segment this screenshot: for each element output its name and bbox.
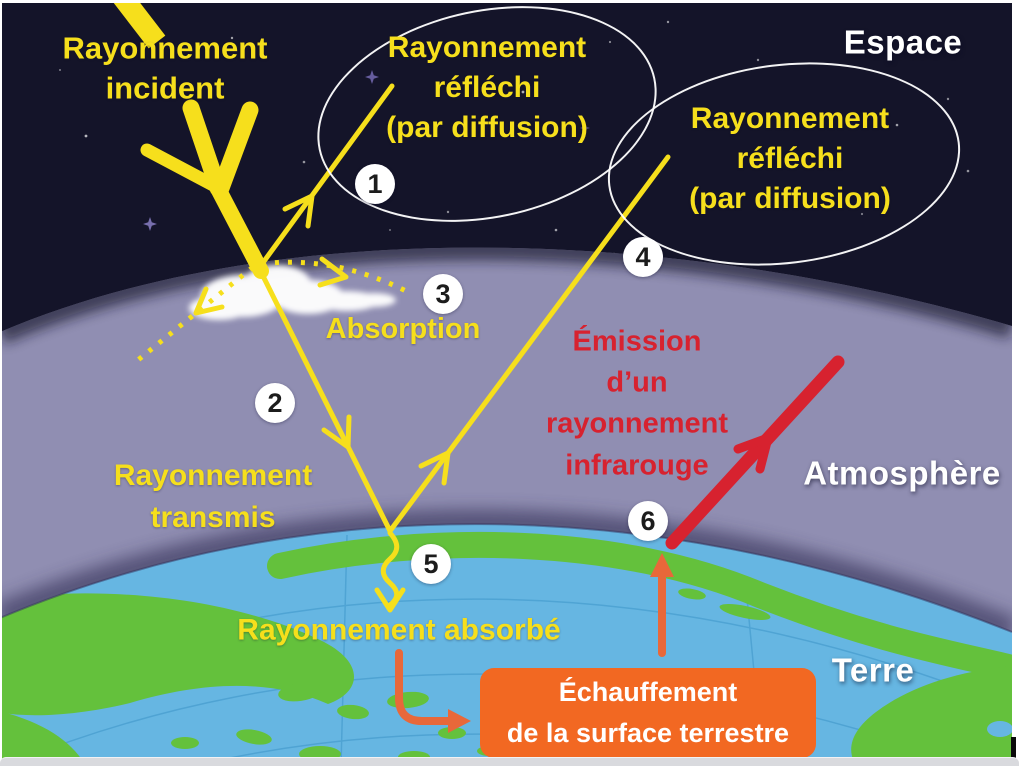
label-rayonnement-absorbe: Rayonnement absorbé <box>237 613 561 647</box>
island <box>438 727 466 739</box>
island <box>719 604 771 620</box>
step-badge-4: 4 <box>623 237 663 277</box>
heating-flow-arrow <box>395 649 471 733</box>
island <box>278 682 322 702</box>
reflected-ray-1 <box>259 83 395 267</box>
island <box>678 588 706 600</box>
label-line: Échauffement <box>558 677 738 707</box>
absorbed-ray-wavy <box>374 530 406 613</box>
label-absorption: Absorption <box>325 313 481 346</box>
star-sparkle-icon <box>143 217 157 231</box>
surface-emission-arrow <box>650 553 674 657</box>
step-badge-1: 1 <box>355 164 395 204</box>
reflected-ray-4 <box>387 154 671 534</box>
heating-box: Échauffement de la surface terrestre <box>480 668 816 758</box>
label-line: d’un <box>606 366 668 399</box>
label-line: incident <box>105 71 225 106</box>
arrowhead-icon <box>650 553 674 577</box>
label-terre: Terre <box>831 651 915 689</box>
scattered-rays <box>136 256 412 362</box>
step-badge-6: 6 <box>628 501 668 541</box>
scrollbar-thumb[interactable] <box>1011 737 1016 758</box>
island <box>337 704 369 720</box>
arrowhead-icon <box>140 143 220 192</box>
page-edge-right <box>1012 0 1019 766</box>
arrowhead-icon <box>193 286 225 316</box>
island <box>171 737 199 749</box>
incident-beam <box>111 0 269 279</box>
step-badge-5: 5 <box>411 544 451 584</box>
step-badge-2: 2 <box>255 383 295 423</box>
label-espace: Espace <box>843 23 963 61</box>
horizon-line <box>0 523 1012 633</box>
label-atmosphere: Atmosphère <box>803 454 1001 492</box>
label-emission-infrarouge: Émission d’un rayonnement infrarouge <box>546 322 728 487</box>
infrared-arrow <box>665 355 845 550</box>
arrowhead-icon <box>321 414 352 450</box>
lake <box>987 721 1012 737</box>
label-line: Émission <box>572 325 702 358</box>
label-line: réfléchi <box>433 71 541 105</box>
transmitted-ray <box>256 265 393 534</box>
label-line: Rayonnement <box>387 31 587 65</box>
label-line: infrarouge <box>565 449 709 482</box>
step-badge-3: 3 <box>423 274 463 314</box>
star-sparkle-icon <box>580 123 590 133</box>
arrowhead-icon <box>418 450 451 486</box>
label-line: de la surface terrestre <box>506 718 790 748</box>
island <box>236 729 272 745</box>
arrowhead-icon <box>448 709 471 733</box>
corner-landmass <box>0 710 86 766</box>
page-edge-left <box>0 0 2 766</box>
left-landmass <box>0 593 354 716</box>
scrollbar-track[interactable] <box>0 757 1019 766</box>
label-reflechi-1: Rayonnement réfléchi (par diffusion) <box>386 28 588 148</box>
page-edge-top <box>0 0 1019 3</box>
label-line: transmis <box>150 501 276 534</box>
arrowhead-icon <box>733 433 773 474</box>
label-line: Rayonnement <box>113 459 313 492</box>
label-line: réfléchi <box>736 142 844 176</box>
label-line: Rayonnement <box>690 102 890 136</box>
label-line: Rayonnement <box>62 30 268 66</box>
coastal-landmass <box>267 531 1012 681</box>
right-landmass <box>851 666 1012 766</box>
label-line: (par diffusion) <box>689 181 891 215</box>
label-line: (par diffusion) <box>386 110 588 144</box>
star-sparkle-icon <box>365 70 379 84</box>
label-rayonnement-incident: Rayonnement incident <box>63 29 268 110</box>
arrowhead-icon <box>317 256 349 288</box>
landmasses <box>0 531 1012 766</box>
label-transmis: Rayonnement transmis <box>114 455 312 539</box>
arrowhead-icon <box>282 193 315 229</box>
label-reflechi-2: Rayonnement réfléchi (par diffusion) <box>689 99 891 219</box>
label-line: rayonnement <box>545 408 729 440</box>
arrowhead-icon <box>374 587 406 613</box>
